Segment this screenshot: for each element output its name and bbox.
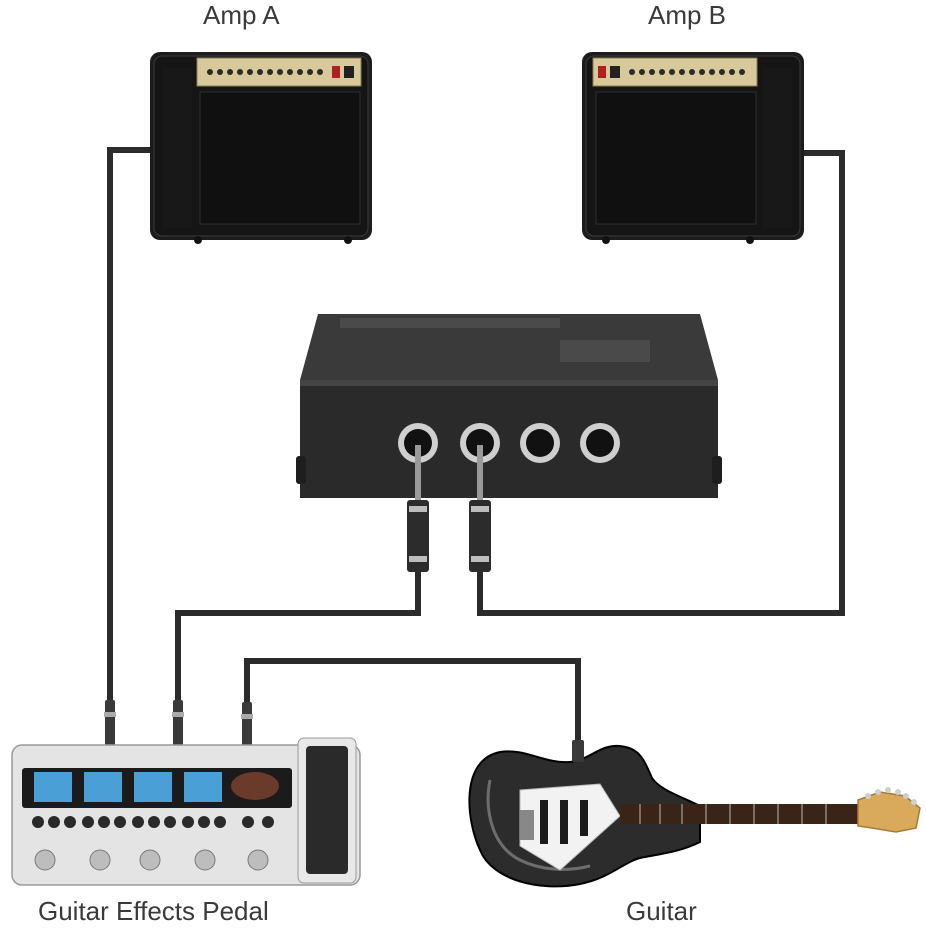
cable-amp-b-to-box (477, 150, 845, 616)
amp-b-grille (595, 91, 757, 225)
label-guitar: Guitar (626, 896, 697, 926)
box-jacks (398, 423, 620, 463)
cable-guitar-to-pedal (244, 658, 581, 752)
guitar-neck (620, 804, 860, 824)
amp-b (582, 52, 804, 244)
cable-amp-a-to-pedal (107, 147, 150, 710)
label-amp-a: Amp A (203, 0, 280, 30)
label-guitar-effects-pedal: Guitar Effects Pedal (38, 896, 269, 926)
amp-a (150, 52, 372, 244)
effects-pedal (11, 700, 361, 886)
label-amp-b: Amp B (648, 0, 727, 30)
hum-destroyer-box (296, 314, 722, 572)
cables (107, 147, 845, 752)
electric-guitar-icon (468, 740, 921, 888)
cable-box-to-pedal (175, 570, 421, 710)
guitar-headstock (857, 791, 921, 833)
amp-a-grille (199, 91, 361, 225)
jack-plug-icon (407, 445, 429, 572)
jack-plug-icon (469, 445, 491, 572)
